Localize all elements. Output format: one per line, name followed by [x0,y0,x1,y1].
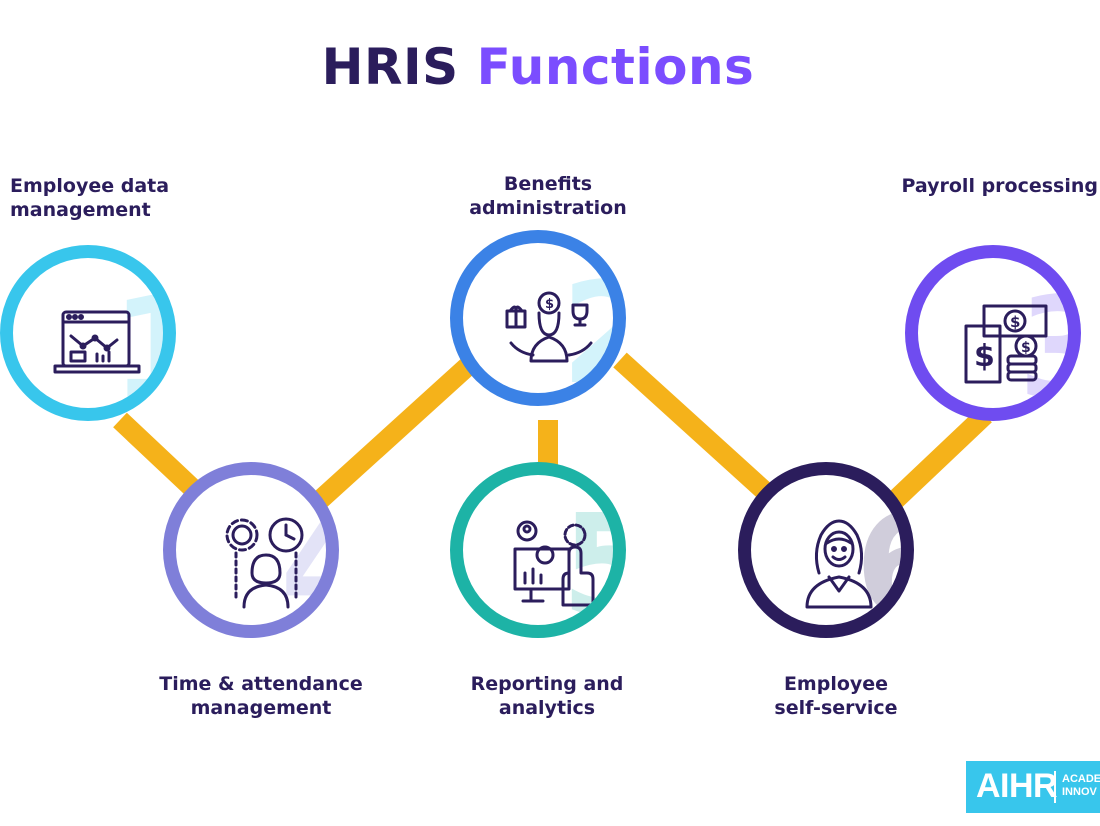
logo-sub-line-2: INNOV [1062,786,1097,798]
connector-6-3 [883,407,992,513]
svg-text:$: $ [1021,340,1031,356]
label-line-2: analytics [498,697,596,719]
title-part-1: HRIS [321,38,459,96]
label-line-1: Benefits [503,173,593,195]
label-line-1: Time & attendance [159,673,363,695]
node-time-attendance-management: 4 [163,462,339,638]
page-title: HRIS Functions [0,38,1076,96]
label-reporting-and-analytics: Reporting and analytics [437,672,657,720]
node-reporting-and-analytics: 5 [450,462,626,638]
label-payroll-processing: Payroll processing [880,174,1098,198]
gear-clock-person-icon [225,517,304,609]
benefits-person-icon: $ [505,291,593,363]
node-benefits-administration: 2 $ [450,230,626,406]
logo-text: AIHR [976,767,1058,805]
svg-text:$: $ [1010,313,1020,331]
connector-2-6 [613,352,787,513]
svg-text:$: $ [974,339,995,374]
node-payroll-processing: 3 $ $ $ [905,245,1081,421]
label-line-1: Payroll processing [901,175,1098,197]
label-line-2: self-service [774,697,898,719]
label-line-2: management [10,199,151,221]
label-line-1: Reporting and [470,673,624,695]
label-line-2: management [190,697,332,719]
logo-sub-line-1: ACADE [1062,773,1100,785]
label-line-1: Employee data [10,175,170,197]
label-employee-self-service: Employee self-service [726,672,946,720]
woman-employee-icon [805,519,873,609]
logo-divider [1054,771,1056,803]
node-employee-data-management: 1 [0,245,176,421]
label-employee-data-management: Employee data management [10,174,210,222]
svg-text:$: $ [545,297,554,312]
aihr-logo: AIHR ACADE INNOV [966,761,1100,813]
node-employee-self-service: 6 [738,462,914,638]
connector-4-2 [313,347,487,508]
title-part-2: Functions [476,38,755,96]
monitor-analytics-icon [513,520,595,607]
label-benefits-administration: Benefits administration [438,172,658,220]
node-number: 2 [561,265,613,394]
node-number: 1 [111,280,163,409]
label-line-1: Employee [783,673,889,695]
label-time-attendance-management: Time & attendance management [150,672,372,720]
money-coins-icon: $ $ $ [964,304,1048,384]
label-line-2: administration [469,197,627,219]
logo-subtext: ACADE INNOV [1062,773,1100,799]
laptop-chart-icon [53,310,141,374]
node-number: 3 [1018,280,1068,409]
